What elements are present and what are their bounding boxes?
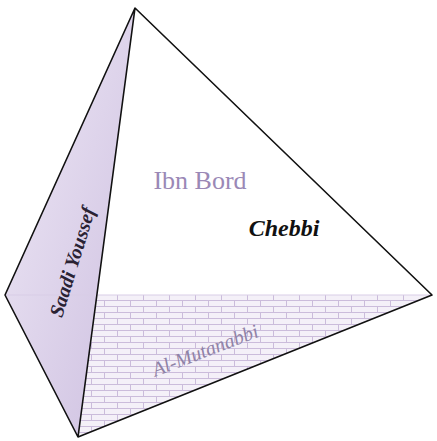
left-face <box>5 8 135 437</box>
face-label: Chebbi <box>249 216 320 240</box>
pyramid-edges <box>5 8 432 437</box>
face-label: Ibn Bord <box>153 168 246 194</box>
